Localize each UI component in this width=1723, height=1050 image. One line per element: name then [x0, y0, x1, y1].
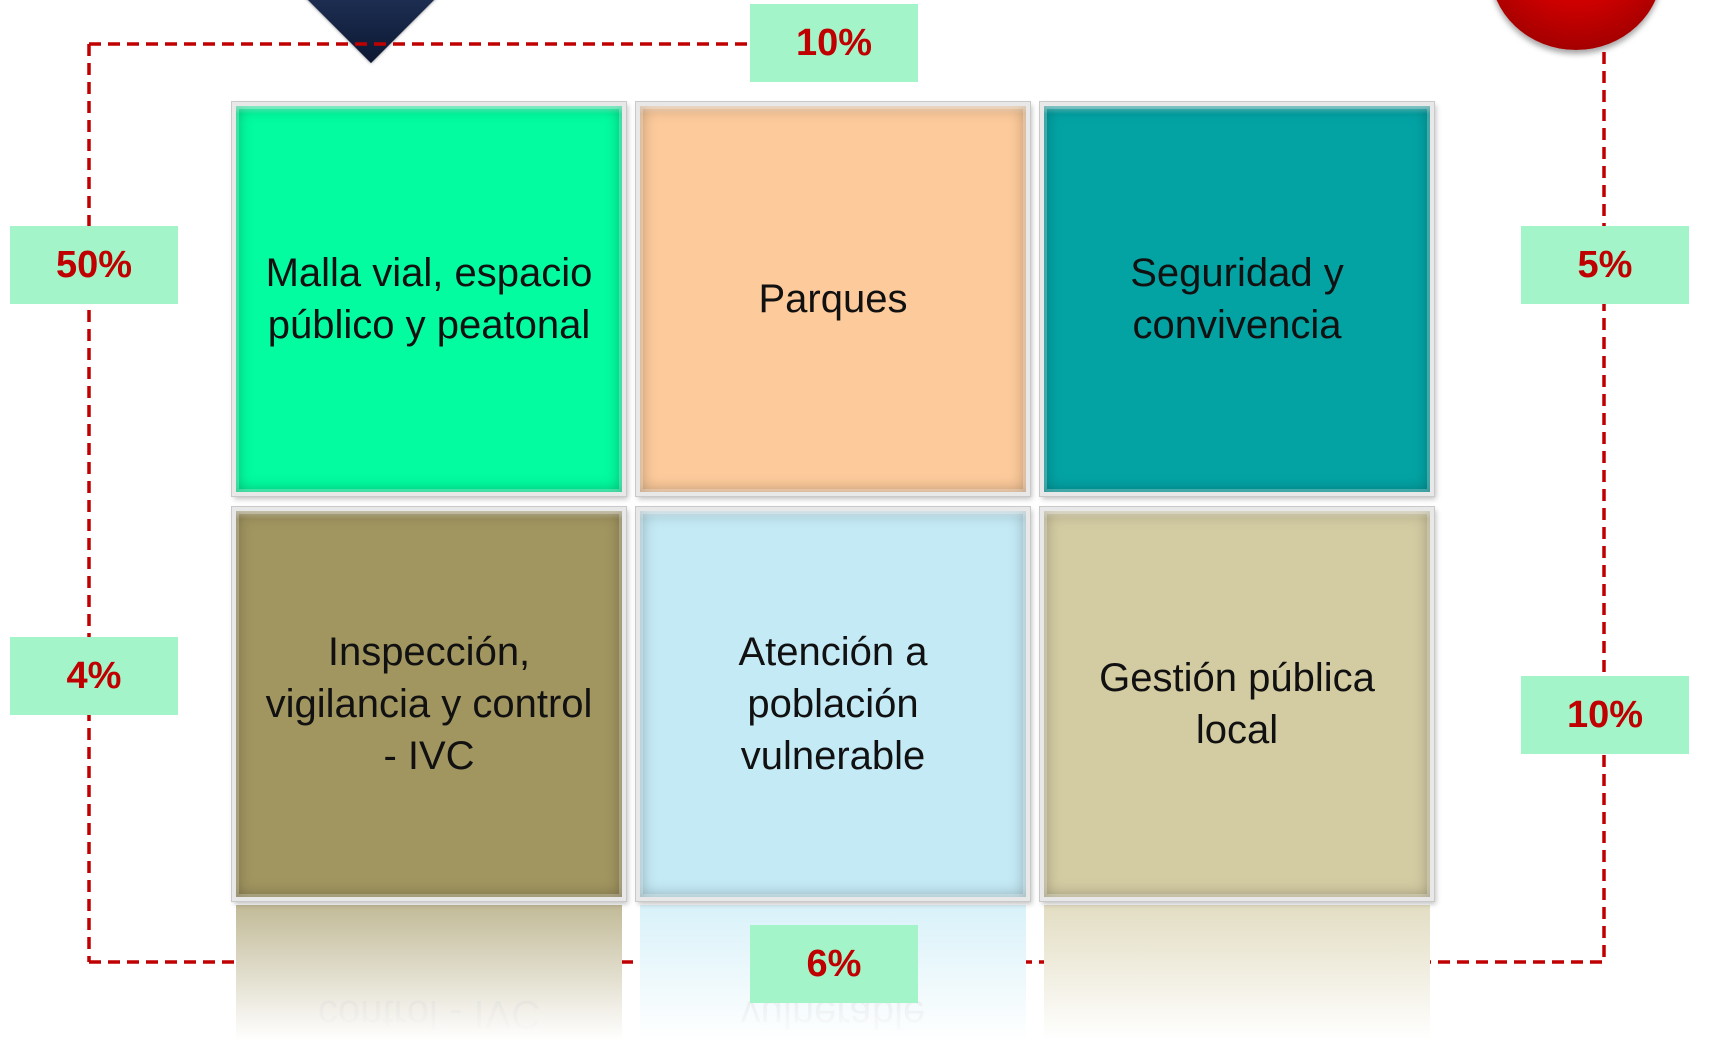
reflection-fill: [1044, 905, 1430, 1040]
reflection-fill: [236, 905, 622, 1040]
tile-label: Seguridad y convivencia: [1130, 251, 1344, 347]
percent-label-right-upper: 5%: [1521, 226, 1689, 304]
percent-label-top: 10%: [750, 4, 918, 82]
tile-atencion: Atención a población vulnerable: [636, 507, 1030, 901]
tile-seguridad: Seguridad y convivencia: [1040, 102, 1434, 496]
tile-label: Gestión pública local: [1099, 656, 1375, 752]
percent-label-right-lower: 10%: [1521, 676, 1689, 754]
tile-parques: Parques: [636, 102, 1030, 496]
tile-label: Atención a población vulnerable: [738, 630, 928, 778]
tile-label: Parques: [758, 277, 908, 321]
reflection-text: control - IVC: [317, 992, 541, 1036]
tile-label: Inspección, vigilancia y control - IVC: [265, 630, 593, 778]
percent-label-bottom: 6%: [750, 925, 918, 1003]
tile-label: Malla vial, espacio público y peatonal: [265, 251, 593, 347]
tile-reflection: [1044, 905, 1430, 1040]
percent-label-left-upper: 50%: [10, 226, 178, 304]
tile-ivc: Inspección, vigilancia y control - IVC: [232, 507, 626, 901]
tile-reflection: control - IVC: [236, 905, 622, 1040]
tile-malla-vial: Malla vial, espacio público y peatonal: [232, 102, 626, 496]
percent-label-left-lower: 4%: [10, 637, 178, 715]
tile-gestion: Gestión pública local: [1040, 507, 1434, 901]
